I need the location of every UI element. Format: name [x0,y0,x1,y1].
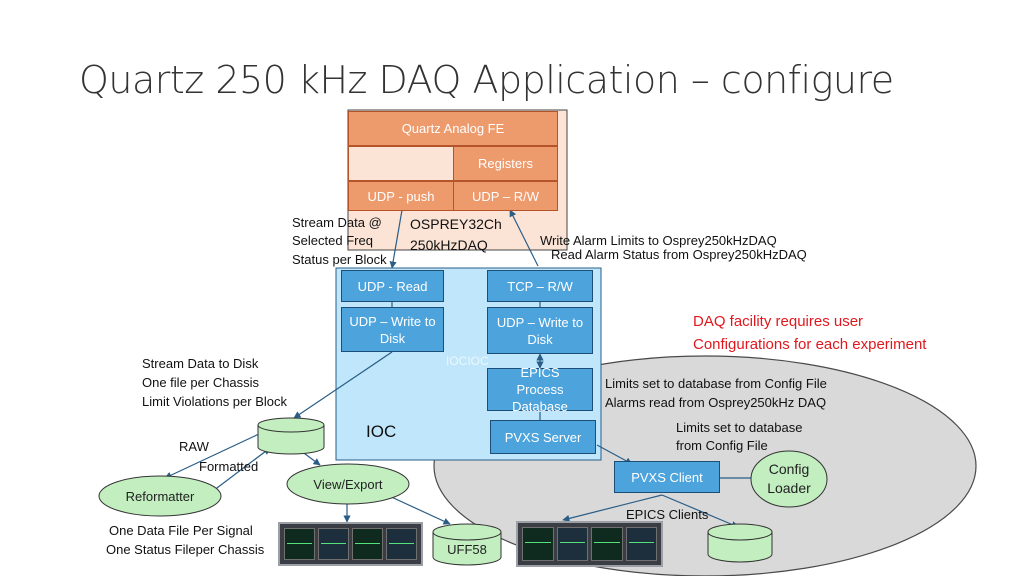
stream-note-1: Stream Data @ [292,215,382,230]
signal-note-2: One Status Fileper Chassis [106,542,265,557]
udp-read-box: UDP - Read [341,270,444,302]
limits-cfg-note-2: from Config File [676,438,768,453]
udp-push-box: UDP - push [348,181,454,211]
ioc-label: IOC [366,422,397,441]
daq-facility-note-1: DAQ facility requires user [693,313,864,330]
config-loader-node [750,450,828,508]
ioc-watermark: IOCIOC [446,354,489,368]
udp-rw-box: UDP – R/W [453,181,558,211]
uff58-cylinder-icon [432,523,502,566]
limits-cfg-note-1: Limits set to database [676,420,803,435]
config-loader-label: Config Loader [767,461,811,496]
signal-note-1: One Data File Per Signal [109,523,253,538]
view-export-node [286,463,410,505]
fe-model-label-line2: 250kHzDAQ [410,237,488,253]
raw-label: RAW [179,439,209,454]
fe-empty-cell [348,146,454,181]
monitor-screens-left-icon [278,522,423,566]
database-cylinder-icon [257,417,325,455]
pvxs-client-box: PVXS Client [614,461,720,493]
limits-db-note-2: Alarms read from Osprey250kHz DAQ [605,395,827,410]
pvxs-server-box: PVXS Server [490,420,596,454]
registers-box: Registers [453,146,558,181]
uff58-label: UFF58 [447,541,487,557]
udp-write-disk-left: UDP – Write to Disk [341,307,444,352]
disk-note-3: Limit Violations per Block [142,394,287,409]
disk-note-1: Stream Data to Disk [142,356,259,371]
page-title: Quartz 250 kHz DAQ Application – configu… [79,58,894,102]
daq-facility-note-2: Configurations for each experiment [693,336,927,353]
quartz-analog-fe-header: Quartz Analog FE [348,111,558,146]
udp-write-disk-right: UDP – Write to Disk [487,307,593,354]
disk-note-2: One file per Chassis [142,375,260,390]
alarm-note-2: Read Alarm Status from Osprey250kHzDAQ [551,247,807,262]
client-database-cylinder-icon [707,523,773,563]
view-export-label: View/Export [313,476,383,492]
formatted-label: Formatted [199,459,259,474]
reformatter-label: Reformatter [125,488,195,504]
reformatter-node [98,475,222,517]
tcp-rw-box: TCP – R/W [487,270,593,302]
limits-db-note-1: Limits set to database from Config File [605,376,827,391]
fe-model-label-line1: OSPREY32Ch [410,216,502,232]
epics-process-database-box: EPICS Process Database [487,365,593,414]
alarm-note-1: Write Alarm Limits to Osprey250kHzDAQ [540,233,777,248]
stream-note-3: Status per Block [292,252,387,267]
epics-clients-label: EPICS Clients [626,507,709,522]
monitor-screens-right-icon [516,521,663,567]
stream-note-2: Selected Freq [292,233,373,248]
